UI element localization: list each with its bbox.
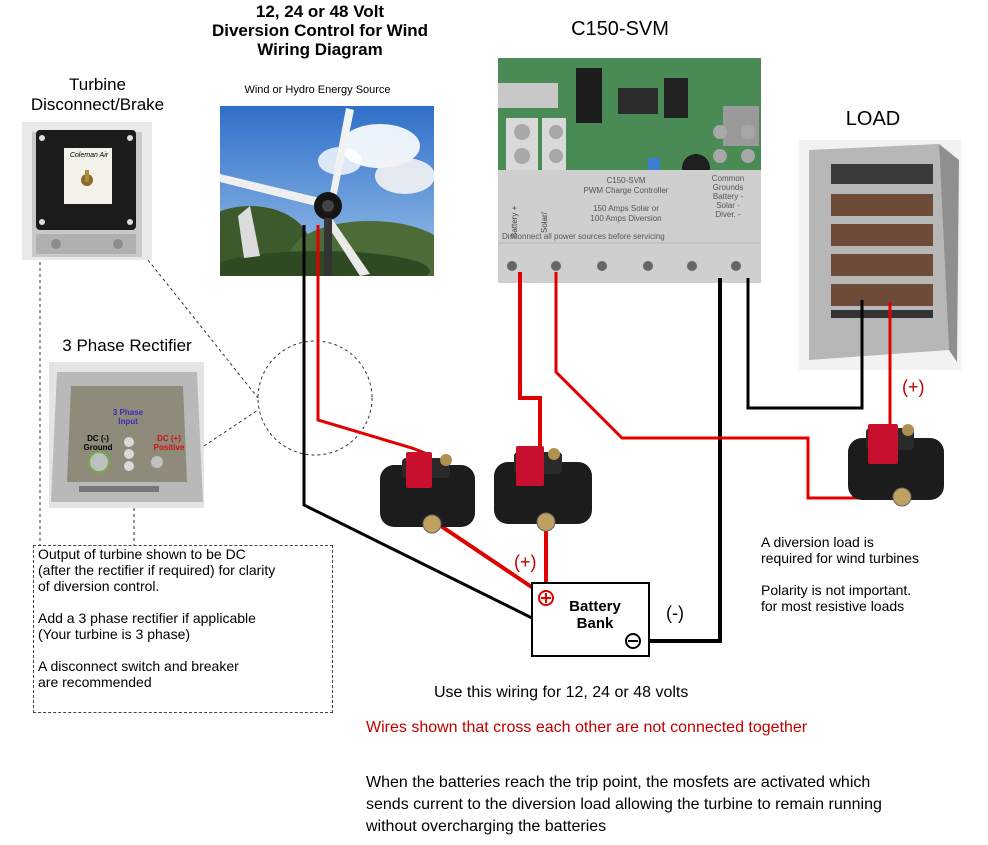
turbine-positive-wire [316, 225, 431, 457]
panel-warning: Disconnect all power sources before serv… [502, 232, 665, 241]
panel-desc: PWM Charge Controller [583, 186, 669, 195]
controller-board-illustration [498, 58, 761, 283]
turbine-photo [220, 106, 434, 276]
breaker-2 [494, 446, 592, 532]
title-line-3: Wiring Diagram [257, 40, 383, 59]
notes-p2-l1: Add a 3 phase rectifier if applicable [38, 610, 256, 626]
rectifier-illustration [51, 372, 203, 502]
notes-p1-l2: (after the rectifier if required) for cl… [38, 562, 276, 578]
load-photo [799, 140, 961, 370]
battery-label: Battery Bank [548, 598, 642, 632]
title-line-1: 12, 24 or 48 Volt [255, 2, 385, 21]
turbine-illustration [220, 106, 434, 276]
trip-line-3: without overcharging the batteries [366, 818, 607, 835]
trip-point-explanation: When the batteries reach the trip point,… [366, 772, 882, 838]
panel-battery-neg: Battery - [712, 192, 744, 201]
breaker-1-battery-wire [430, 518, 544, 596]
notes-p1-l1: Output of turbine shown to be DC [38, 546, 246, 562]
load-positive-label: (+) [902, 377, 925, 397]
controller-negative-wire [638, 278, 722, 643]
disconnect-box-illustration [32, 130, 142, 257]
panel-grounds-text: Common Grounds Battery - Solar - Diver. … [696, 174, 760, 219]
load-note-l3: Polarity is not important. [761, 582, 912, 598]
negative-label: (-) [666, 603, 684, 623]
battery-negative-terminal [625, 633, 641, 649]
callout-rectifier-line [203, 409, 259, 447]
rectifier-photo: 3 Phase Input DC (-) Ground DC (+) Posit… [49, 362, 204, 508]
disconnect-brand: Coleman Air [69, 152, 109, 159]
notes-p3-l1: A disconnect switch and breaker [38, 658, 239, 674]
callout-disconnect-line [147, 259, 259, 399]
panel-amps-2: 100 Amps Diversion [590, 214, 662, 223]
load-notes: A diversion load is required for wind tu… [761, 534, 981, 614]
panel-amps-1: 150 Amps Solar or [593, 204, 659, 213]
title-line-2: Diversion Control for Wind [211, 21, 429, 40]
load-resistor-illustration [809, 144, 959, 362]
panel-grounds: Grounds [712, 183, 744, 192]
load-label: LOAD [845, 108, 901, 130]
panel-common: Common [711, 174, 745, 183]
turbine-negative-wire [302, 225, 576, 642]
cross-wires-warning: Wires shown that cross each other are no… [366, 719, 808, 736]
disconnect-label: Turbine Disconnect/Brake [10, 75, 185, 115]
diagram-title: 12, 24 or 48 Volt Diversion Control for … [190, 2, 450, 59]
breaker-3 [848, 424, 944, 507]
disconnect-photo: Coleman Air [22, 122, 152, 260]
panel-solar-neg: Solar - [716, 201, 740, 210]
rectifier-ground-label: DC (-) Ground [83, 434, 113, 452]
disconnect-label-line-1: Turbine [68, 75, 126, 94]
load-note-l4: for most resistive loads [761, 598, 905, 614]
breaker-1 [380, 452, 475, 534]
notes-p1-l3: of diversion control. [38, 578, 160, 594]
rectifier-input-label: 3 Phase Input [112, 408, 144, 426]
battery-label-line-2: Bank [576, 615, 614, 632]
load-note-l1: A diversion load is [761, 534, 874, 550]
panel-diver-neg: Diver. - [715, 210, 741, 219]
notes-box: Output of turbine shown to be DC (after … [33, 545, 333, 713]
panel-model-text: C150-SVM PWM Charge Controller 150 Amps … [576, 176, 676, 224]
trip-line-1: When the batteries reach the trip point,… [366, 774, 871, 791]
rectifier-label: 3 Phase Rectifier [62, 336, 192, 355]
load-negative-wire [746, 278, 864, 410]
notes-p2-l2: (Your turbine is 3 phase) [38, 626, 191, 642]
rectifier-positive-label: DC (+) Positive [153, 434, 185, 452]
notes-p3-l2: are recommended [38, 674, 152, 690]
callout-circle [257, 340, 373, 456]
disconnect-label-line-2: Disconnect/Brake [30, 95, 165, 114]
battery-positive-label: (+) [514, 552, 537, 572]
battery-positive-terminal [538, 590, 554, 606]
controller-diversion-positive-wire [554, 272, 898, 500]
use-wiring-text: Use this wiring for 12, 24 or 48 volts [434, 684, 689, 701]
battery-label-line-1: Battery [569, 598, 621, 615]
load-note-l2: required for wind turbines [761, 550, 919, 566]
turbine-label: Wind or Hydro Energy Source [244, 84, 391, 96]
controller-battery-positive-wire [518, 272, 542, 452]
controller-photo: Battery + Solar/ C150-SVM PWM Charge Con… [498, 58, 761, 283]
panel-model: C150-SVM [606, 176, 646, 185]
trip-line-2: sends current to the diversion load allo… [366, 796, 882, 813]
controller-label: C150-SVM [571, 18, 669, 40]
